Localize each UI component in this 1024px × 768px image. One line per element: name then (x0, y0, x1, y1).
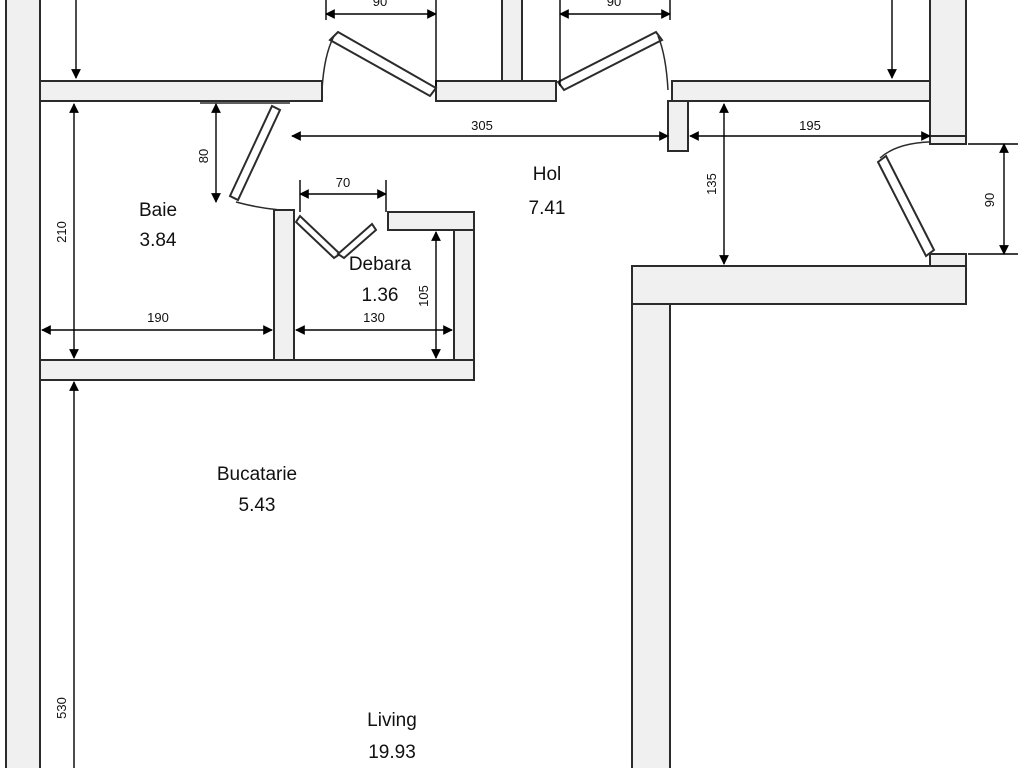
label-baie-width: 190 (147, 310, 169, 325)
wall-row-1-middle (435, 80, 557, 102)
door-top-right (556, 30, 664, 92)
doors (200, 30, 967, 267)
entrance-jamb-top (929, 135, 967, 145)
label-baie-door: 80 (196, 149, 211, 163)
living-right-wall (631, 303, 671, 768)
door-debara-right (336, 222, 378, 260)
label-entrance-door: 90 (982, 193, 997, 207)
room-name-living: Living (367, 710, 417, 731)
wall-row-1-right (671, 80, 931, 102)
corridor-bottom-wall (631, 265, 967, 305)
room-name-baie: Baie (139, 200, 177, 221)
room-area-hol: 7.41 (529, 198, 566, 219)
wall-row-1-left (39, 80, 323, 102)
door-top-left-swing (321, 35, 335, 91)
label-debara-door: 70 (336, 175, 350, 190)
room-area-bucatarie: 5.43 (239, 495, 276, 516)
label-hol-length: 305 (471, 118, 493, 133)
label-living-height: 530 (54, 697, 69, 719)
walls (5, 0, 967, 768)
door-debara-left (294, 214, 342, 260)
label-corridor-height: 135 (704, 173, 719, 195)
outer-wall-left (5, 0, 41, 768)
room-area-baie: 3.84 (140, 230, 177, 251)
door-top-right-swing (657, 35, 669, 91)
dimension-lines (41, 0, 1018, 768)
room-area-debara: 1.36 (362, 285, 399, 306)
label-top-right-door: 90 (607, 0, 621, 9)
label-debara-width: 130 (363, 310, 385, 325)
debara-top-wall (387, 211, 475, 231)
entrance-jamb-bottom (929, 253, 967, 267)
door-entrance (876, 154, 936, 258)
hol-stub-wall (667, 100, 689, 152)
room-name-hol: Hol (533, 164, 562, 185)
dimension-labels: 90 90 305 195 80 70 210 190 130 105 135 … (54, 0, 997, 719)
door-baie (228, 104, 282, 202)
wall-row-2 (39, 359, 475, 381)
door-top-left (328, 30, 438, 98)
outer-wall-right-top (929, 0, 967, 137)
label-baie-height: 210 (54, 221, 69, 243)
room-labels: Baie 3.84 Hol 7.41 Debara 1.36 Bucatarie… (139, 164, 566, 763)
door-baie-swing-arc (235, 201, 281, 211)
label-right-corridor: 195 (799, 118, 821, 133)
top-room-partition-left (501, 0, 523, 83)
room-area-living: 19.93 (368, 742, 416, 763)
wall-baie-debara-top (273, 209, 295, 361)
label-top-left-door: 90 (373, 0, 387, 9)
label-debara-height: 105 (416, 285, 431, 307)
room-name-bucatarie: Bucatarie (217, 464, 297, 485)
room-name-debara: Debara (349, 254, 412, 275)
debara-right-wall (453, 211, 475, 361)
